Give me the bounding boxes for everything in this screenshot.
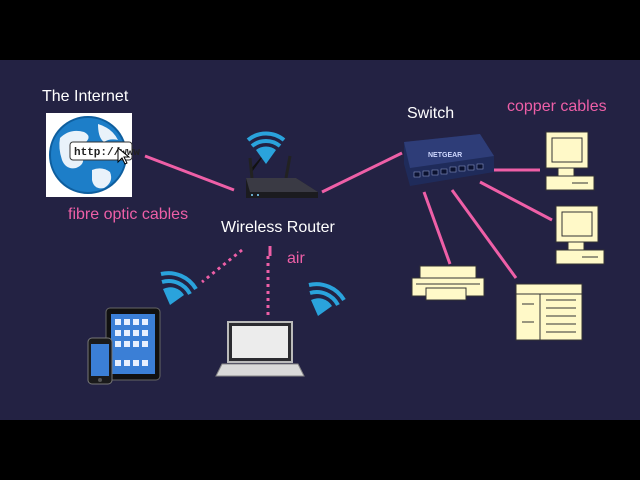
switch-label: Switch [407, 105, 455, 122]
wifi-icon-right [308, 282, 346, 316]
switch-pc2-cable [479, 180, 553, 222]
smartphone-icon [87, 337, 113, 385]
fibre-cable [144, 154, 235, 192]
wireless-router-label: Wireless Router [221, 219, 335, 236]
diagram-canvas: http://www NETGEAR [0, 60, 640, 420]
router-switch-cable [321, 151, 403, 194]
desktop-computer-2-icon [555, 205, 605, 265]
router-wifi-icon [246, 131, 286, 164]
copper-cables-label: copper cables [507, 98, 607, 115]
fibre-optic-label: fibre optic cables [68, 206, 189, 223]
internet-globe-icon: http://www [46, 113, 140, 197]
switch-printer-cable [422, 191, 452, 265]
wireless-router-icon [246, 155, 318, 198]
switch-server-cable [450, 189, 518, 279]
server-icon [515, 283, 583, 341]
wifi-icon-left [160, 271, 198, 305]
air-label: air [287, 250, 305, 267]
globe-url-text: http://www [74, 147, 140, 159]
network-switch-icon: NETGEAR [404, 134, 494, 186]
wireless-links [201, 246, 272, 316]
printer-icon [411, 265, 485, 301]
laptop-icon [215, 321, 305, 377]
tablet-icon [105, 307, 161, 381]
internet-label: The Internet [42, 88, 129, 105]
network-diagram: http://www NETGEAR [46, 113, 605, 385]
switch-brand-text: NETGEAR [428, 152, 462, 159]
air-link-tablet [201, 248, 243, 284]
desktop-computer-1-icon [545, 131, 595, 191]
cables [144, 151, 553, 279]
